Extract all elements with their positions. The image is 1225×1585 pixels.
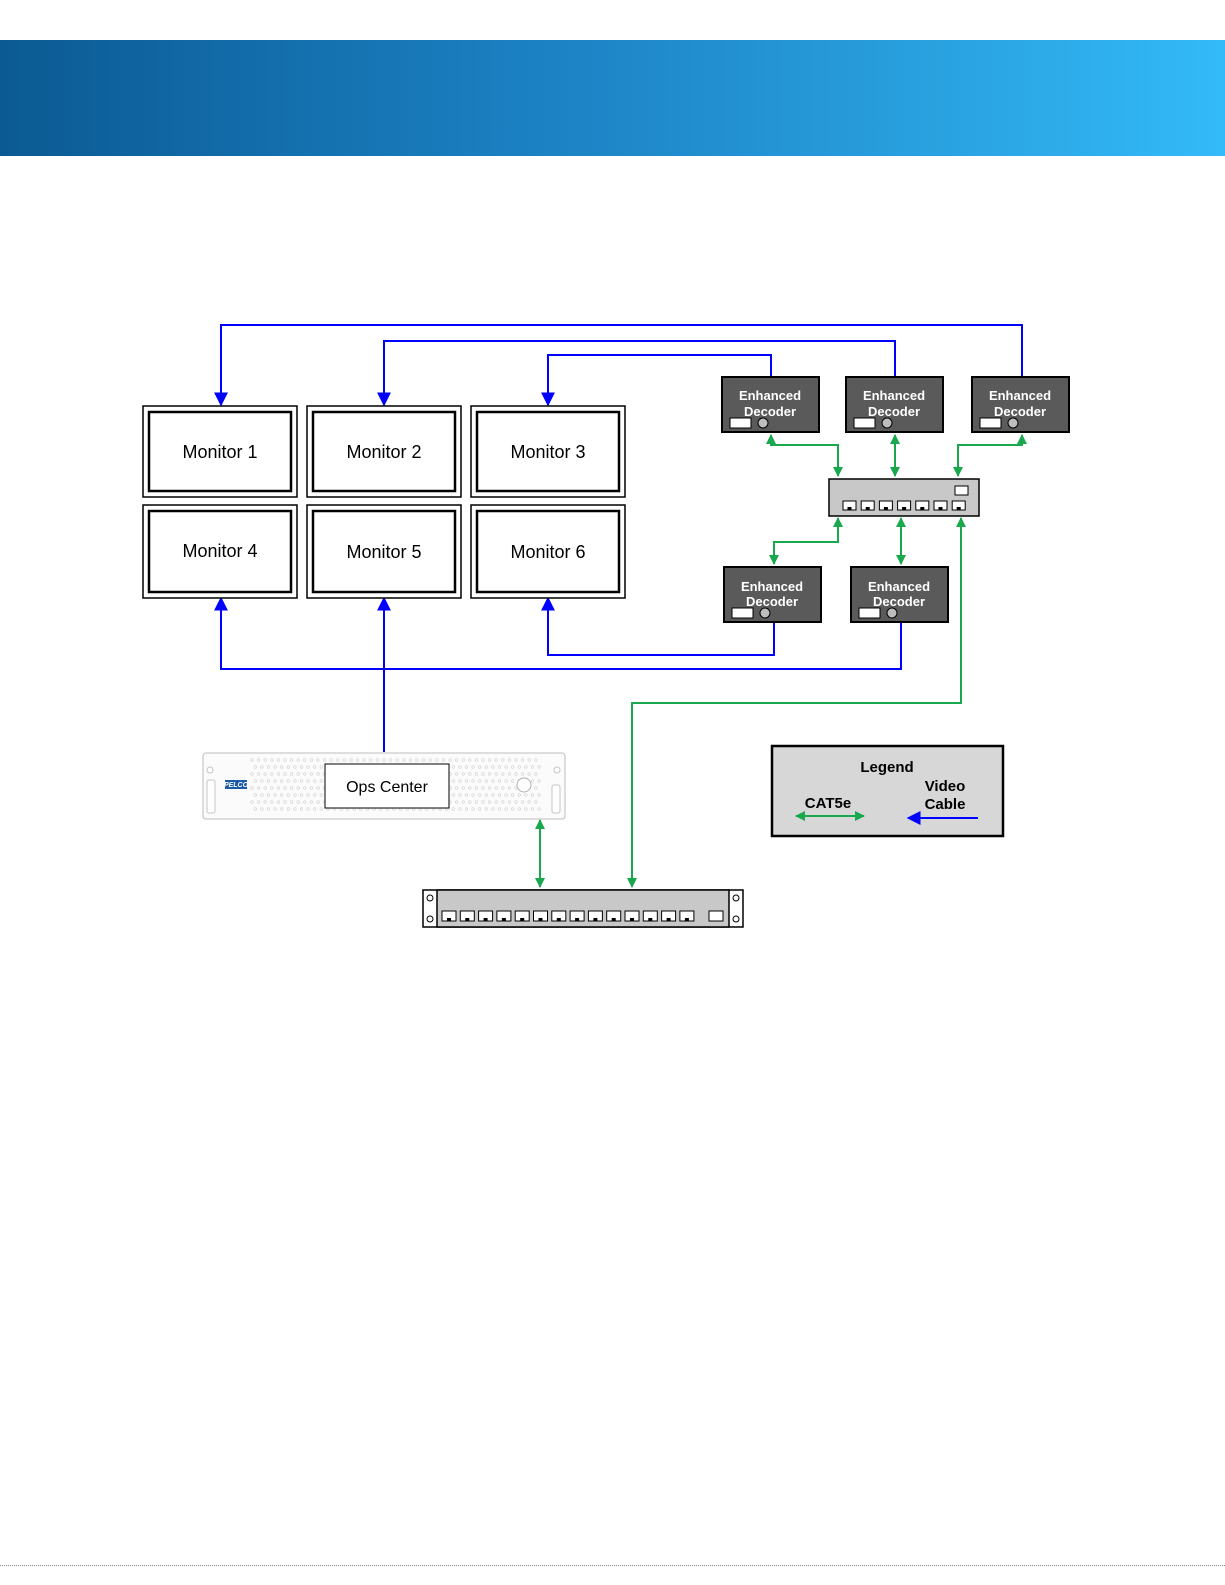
monitor-2: Monitor 2 — [307, 406, 461, 497]
decoder-2-led-icon — [882, 418, 892, 428]
footer-rule — [0, 1565, 1225, 1568]
monitor-4: Monitor 4 — [143, 505, 297, 598]
decoder-4-led-icon — [760, 608, 770, 618]
monitor-5-label: Monitor 5 — [346, 542, 421, 562]
switch-ports — [843, 501, 965, 510]
decoder-2-line2: Decoder — [868, 404, 920, 419]
monitor-3: Monitor 3 — [471, 406, 625, 497]
legend: Legend CAT5e Video Cable — [772, 746, 1003, 836]
rack-port-icon-notch — [685, 918, 689, 921]
rack-screw-icon — [733, 916, 739, 922]
switch-uplink-port-icon — [955, 486, 968, 495]
rack-port-icon-notch — [593, 918, 597, 921]
cat5e-decoder1-to-switch — [771, 435, 838, 476]
ops-center-label: Ops Center — [346, 779, 428, 796]
rack-port-icon-notch — [539, 918, 543, 921]
rack-port-icon-notch — [667, 918, 671, 921]
cat5e-decoder3-to-switch — [958, 435, 1022, 476]
switch-port-icon-notch — [957, 507, 961, 510]
rack-port-icon-notch — [575, 918, 579, 921]
ops-power-icon — [517, 778, 531, 792]
pelco-logo-text: PELCO — [224, 782, 249, 789]
decoder-2-line1: Enhanced — [863, 388, 925, 403]
rack-port-icon-notch — [502, 918, 506, 921]
rack-switch — [423, 890, 743, 927]
rack-screw-icon — [427, 916, 433, 922]
enhanced-decoder-1: Enhanced Decoder — [722, 377, 819, 432]
switch-port-icon-notch — [920, 507, 924, 510]
switch-port-icon-notch — [866, 507, 870, 510]
decoder-4-port-icon — [732, 608, 753, 618]
monitor-2-label: Monitor 2 — [346, 442, 421, 462]
ops-screw-icon — [207, 767, 213, 773]
monitor-1: Monitor 1 — [143, 406, 297, 497]
switch-port-icon-notch — [848, 507, 852, 510]
enhanced-decoder-2: Enhanced Decoder — [846, 377, 943, 432]
legend-video-label-line1: Video — [925, 778, 966, 795]
decoder-3-led-icon — [1008, 418, 1018, 428]
switch-port-icon-notch — [884, 507, 888, 510]
enhanced-decoder-3: Enhanced Decoder — [972, 377, 1069, 432]
decoder-1-port-icon — [730, 418, 751, 428]
rack-port-icon-notch — [447, 918, 451, 921]
ops-right-handle — [552, 785, 560, 813]
monitor-4-label: Monitor 4 — [182, 541, 257, 561]
network-switch — [829, 479, 979, 516]
decoder-1-led-icon — [758, 418, 768, 428]
enhanced-decoder-4: Enhanced Decoder — [724, 567, 821, 622]
decoder-5-led-icon — [887, 608, 897, 618]
legend-title: Legend — [860, 759, 913, 776]
decoder-1-line1: Enhanced — [739, 388, 801, 403]
rack-uplink-port-icon — [709, 911, 723, 921]
cat5e-switch-to-decoder4 — [774, 518, 838, 564]
rack-port-icon-notch — [612, 918, 616, 921]
decoder-5-line2: Decoder — [873, 594, 925, 609]
decoder-1-line2: Decoder — [744, 404, 796, 419]
ops-left-handle — [207, 780, 215, 813]
ops-screw-icon — [554, 767, 560, 773]
decoder-4-line2: Decoder — [746, 594, 798, 609]
decoder-3-line2: Decoder — [994, 404, 1046, 419]
rack-port-icon-notch — [648, 918, 652, 921]
switch-port-icon-notch — [902, 507, 906, 510]
ops-center: PELCO Ops Center — [203, 753, 565, 819]
decoder-5-port-icon — [859, 608, 880, 618]
monitor-1-label: Monitor 1 — [182, 442, 257, 462]
decoder-4-line1: Enhanced — [741, 579, 803, 594]
enhanced-decoder-5: Enhanced Decoder — [851, 567, 948, 622]
legend-video-label-line2: Cable — [925, 796, 966, 813]
decoder-3-line1: Enhanced — [989, 388, 1051, 403]
monitor-6: Monitor 6 — [471, 505, 625, 598]
monitor-6-label: Monitor 6 — [510, 542, 585, 562]
decoder-3-port-icon — [980, 418, 1001, 428]
rack-port-icon-notch — [465, 918, 469, 921]
monitor-3-label: Monitor 3 — [510, 442, 585, 462]
rack-port-icon-notch — [630, 918, 634, 921]
rack-port-icon-notch — [484, 918, 488, 921]
rack-screw-icon — [427, 895, 433, 901]
rack-screw-icon — [733, 895, 739, 901]
rack-port-icon-notch — [520, 918, 524, 921]
monitor-5: Monitor 5 — [307, 505, 461, 598]
rack-port-icon-notch — [557, 918, 561, 921]
decoder-5-line1: Enhanced — [868, 579, 930, 594]
legend-cat5e-label: CAT5e — [805, 795, 851, 812]
decoder-2-port-icon — [854, 418, 875, 428]
switch-port-icon-notch — [939, 507, 943, 510]
